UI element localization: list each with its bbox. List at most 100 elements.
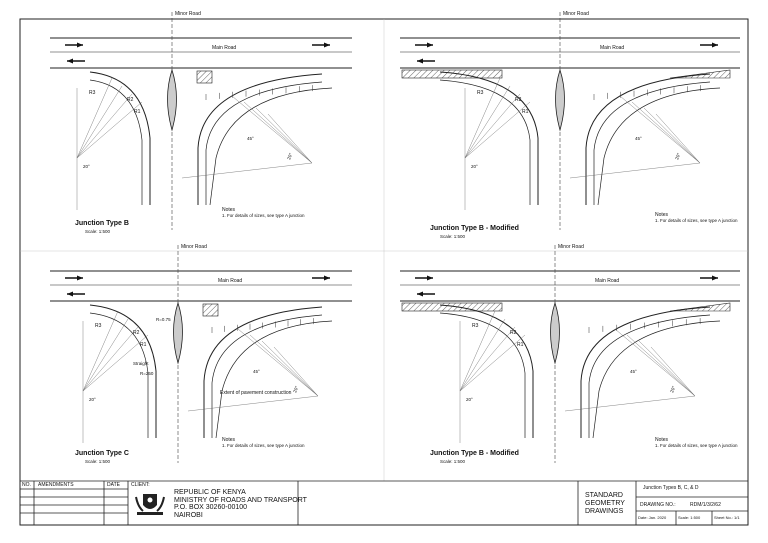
radius-line <box>76 77 113 159</box>
sheet-number: Sheet No.: 1/1 <box>714 515 740 520</box>
title-block <box>20 480 748 525</box>
right-kerb-line <box>215 320 333 439</box>
angle-label: 20° <box>669 385 676 393</box>
left-kerb-line <box>439 71 539 205</box>
notes-text: 1. For details of sizes, see type A junc… <box>655 443 738 448</box>
traffic-arrow-head <box>324 275 330 281</box>
client-line: P.O. BOX 30260-00100 <box>174 504 248 511</box>
right-kerb-line <box>209 87 333 206</box>
drawing-title: Junction Types B, C, & D <box>643 485 699 491</box>
drawing-set-line: DRAWINGS <box>585 508 624 515</box>
radius-line <box>459 326 516 392</box>
radius-line <box>237 328 319 397</box>
radius-label-r1: R1 <box>134 109 141 115</box>
radius-label-r3: R3 <box>472 323 479 329</box>
traffic-arrow-head <box>77 275 83 281</box>
right-kerb-line <box>197 73 323 205</box>
radius-line <box>464 93 521 159</box>
radius-line <box>76 85 123 159</box>
angle-label: 20° <box>674 152 681 160</box>
right-kerb-line <box>580 306 711 438</box>
right-kerb-line <box>592 320 721 439</box>
minor-road-label: Minor Road <box>181 244 207 250</box>
radius-line <box>631 101 701 164</box>
construction-line <box>569 162 701 179</box>
radius-label-r2: R2 <box>510 330 517 336</box>
island-hatch <box>196 70 213 84</box>
splitter-island <box>167 68 177 132</box>
notes-text: 1. For details of sizes, see type A junc… <box>655 218 738 223</box>
radius-line <box>459 310 496 392</box>
client-line: NAIROBI <box>174 511 203 519</box>
traffic-arrow-head <box>712 42 718 48</box>
angle-label: 20° <box>466 397 473 402</box>
angle-label: 20° <box>89 397 96 402</box>
right-kerb-line <box>597 87 721 206</box>
radius-line <box>459 318 506 392</box>
radius-label-extra: R=0.75 <box>156 317 171 322</box>
right-kerb-line <box>203 306 323 438</box>
radius-line <box>231 95 313 164</box>
date-header: DATE <box>107 482 120 488</box>
radius-line <box>626 334 696 397</box>
left-kerb-line <box>89 304 157 438</box>
radius-line <box>273 346 319 397</box>
straight-label: Straight <box>133 361 149 366</box>
traffic-arrow-head <box>67 291 73 297</box>
radius-line <box>655 113 701 164</box>
client-line: REPUBLIC OF KENYA <box>174 489 246 496</box>
left-kerb-line <box>439 312 526 438</box>
junction-title: Junction Type C <box>75 450 129 457</box>
main-road-label: Main Road <box>218 278 242 284</box>
radius-line <box>638 340 696 397</box>
radius-line <box>459 334 526 392</box>
junction-scale: Scale: 1:500 <box>440 459 466 464</box>
radius-line <box>464 77 501 159</box>
left-kerb-line <box>89 312 149 438</box>
drawing-no: RDM/1/3/2/62 <box>690 502 721 508</box>
angle-label: 20° <box>471 164 478 169</box>
taper-hatch-left <box>401 69 503 79</box>
splitter-island <box>550 301 560 365</box>
angle-label: 45° <box>247 136 254 141</box>
traffic-arrow-head <box>427 275 433 281</box>
notes-text: 1. For details of sizes, see type A junc… <box>222 443 305 448</box>
radius-line <box>261 340 319 397</box>
right-kerb-line <box>211 314 323 438</box>
coat-of-arms-emblem <box>135 494 165 515</box>
junction-title: Junction Type B <box>75 220 129 227</box>
right-kerb-line <box>205 81 323 205</box>
radius-line <box>82 318 129 392</box>
radius-line <box>82 310 119 392</box>
radius-label-r1: R1 <box>140 342 147 348</box>
junction-scale: Scale: 1:500 <box>440 234 466 239</box>
radius-line <box>650 346 696 397</box>
left-kerb-line <box>89 79 143 205</box>
junction-title: Junction Type B - Modified <box>430 450 519 457</box>
radius-label-extra: R=250 <box>140 371 154 376</box>
island-hatch <box>202 303 219 317</box>
angle-label: 20° <box>292 385 299 393</box>
radius-line <box>243 101 313 164</box>
amendment-no-header: NO. <box>22 482 31 488</box>
left-kerb-line <box>439 304 534 438</box>
traffic-arrow-head <box>427 42 433 48</box>
radius-label-r3: R3 <box>477 90 484 96</box>
main-road-label: Main Road <box>212 45 236 51</box>
traffic-arrow-head <box>77 42 83 48</box>
construction-line <box>564 395 696 412</box>
traffic-arrow-head <box>417 58 423 64</box>
radius-line <box>643 107 701 164</box>
drawing-set-line: GEOMETRY <box>585 500 625 507</box>
construction-line <box>187 395 319 412</box>
splitter-island <box>555 68 565 132</box>
right-kerb-line <box>593 81 711 205</box>
radius-label-r1: R1 <box>517 342 524 348</box>
client-header: CLIENT: <box>131 482 150 488</box>
notes-title: Notes <box>655 212 669 218</box>
radius-label-r1: R1 <box>522 109 529 115</box>
